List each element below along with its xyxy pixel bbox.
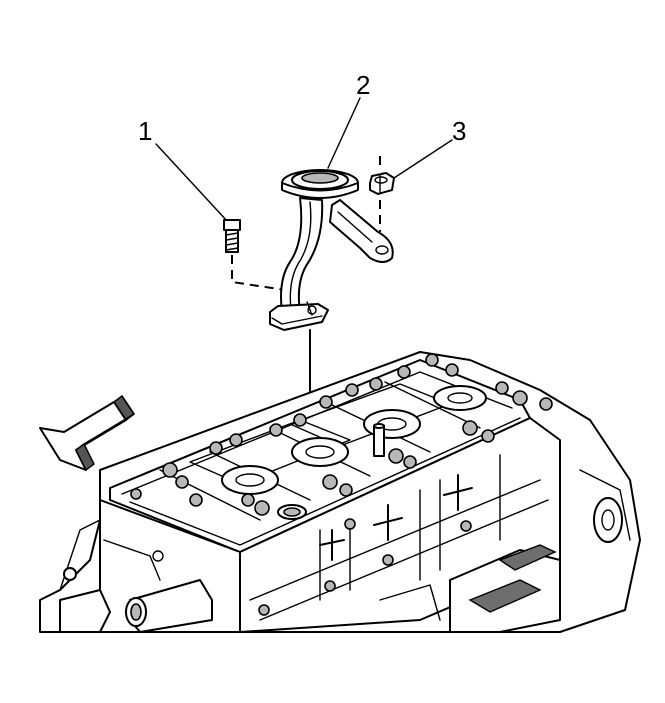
callout-1-leader bbox=[155, 143, 229, 223]
engine-block bbox=[39, 351, 641, 633]
callout-3-label: 3 bbox=[452, 116, 466, 146]
plus-marking-3 bbox=[443, 474, 473, 511]
girdle-bolts bbox=[130, 353, 553, 616]
oil-pump-screen-part-2 bbox=[269, 169, 394, 331]
plus-marking-2 bbox=[373, 504, 403, 541]
bolt-install-path bbox=[231, 255, 286, 291]
block-left-end bbox=[59, 519, 164, 591]
callout-1-label: 1 bbox=[138, 116, 152, 146]
front-direction-arrow-icon bbox=[39, 394, 136, 472]
crankshaft-nose bbox=[59, 579, 213, 633]
callout-2-leader bbox=[327, 97, 361, 169]
callout-2-label: 2 bbox=[356, 70, 370, 100]
plus-marking-1 bbox=[319, 529, 345, 561]
crank-counterweights bbox=[379, 469, 631, 633]
callout-3-leader bbox=[393, 139, 453, 179]
bolt-part-1 bbox=[223, 219, 241, 253]
nut-part-3 bbox=[369, 172, 395, 195]
